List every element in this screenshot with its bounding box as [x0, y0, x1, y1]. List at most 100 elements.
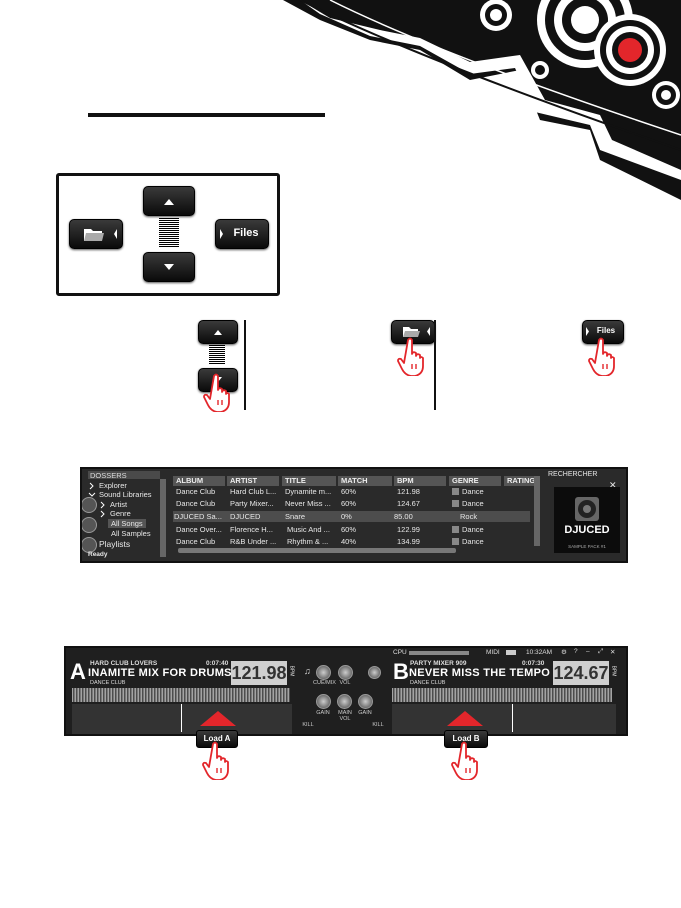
tree-item-artist[interactable]: Artist: [110, 500, 128, 509]
folder-icon: [84, 229, 117, 241]
triangle-left-icon: [220, 229, 223, 239]
settings-icon[interactable]: ⚙: [561, 649, 567, 656]
cell-artist: Party Mixer...: [230, 499, 274, 508]
small-scroll-up-button[interactable]: [198, 320, 238, 344]
deck-b-waveform[interactable]: [392, 688, 612, 702]
deck-a-bpm-unit: BPM: [288, 665, 295, 677]
file-browser-screenshot: DOSSERS Explorer Sound Libraries Artist …: [80, 467, 628, 563]
tree-item-all-songs[interactable]: All Songs: [108, 519, 146, 528]
cell-bpm: 85.00: [394, 512, 413, 521]
scroll-strip[interactable]: [159, 218, 179, 248]
list-scrollbar[interactable]: [534, 476, 540, 546]
cell-match: 40%: [341, 537, 357, 546]
midi-indicator: [506, 650, 516, 655]
deck-a-artist: HARD CLUB LOVERS: [90, 660, 158, 667]
cell-album: Dance Over...: [176, 525, 222, 534]
close-icon[interactable]: ✕: [609, 480, 617, 490]
cell-title: Rhythm & ...: [287, 537, 329, 546]
help-icon[interactable]: ?: [574, 648, 578, 655]
minimize-icon[interactable]: –: [586, 648, 590, 655]
deck-a-load-arrow: [200, 711, 236, 726]
tree-item-sound-libraries[interactable]: Sound Libraries: [99, 490, 152, 499]
section-title-bar: [88, 113, 325, 117]
deck-a-waveform[interactable]: [72, 688, 290, 702]
midi-label: MIDI: [486, 649, 500, 656]
cell-artist: R&B Under ...: [230, 537, 277, 546]
explorer-round-button[interactable]: [82, 497, 97, 513]
logo-text: DJUCED: [564, 524, 610, 536]
cell-bpm: 122.99: [397, 525, 420, 534]
tree-item-playlists[interactable]: Playlists: [99, 539, 131, 549]
deck-a-beatgrid[interactable]: [72, 704, 292, 734]
cell-genre: Rock: [460, 512, 478, 521]
decks-screenshot: CPU MIDI 10:32AM ⚙ ? – ⤢ ✕ A HARD CLUB L…: [64, 646, 628, 736]
cell-title: Music And ...: [287, 525, 330, 534]
load-b-label: Load B: [452, 734, 480, 743]
library-round-button[interactable]: [82, 517, 97, 533]
cell-bpm: 124.67: [397, 499, 420, 508]
triangle-down-icon: [164, 264, 174, 270]
kill-right-label: KILL: [372, 722, 384, 728]
scroll-down-button[interactable]: [143, 252, 195, 282]
column-header-rating[interactable]: RATING: [504, 476, 538, 486]
genre-color-swatch: [452, 488, 459, 495]
fullscreen-icon[interactable]: ⤢: [598, 648, 604, 655]
deck-b-artist: PARTY MIXER 909: [410, 660, 467, 667]
tree-item-explorer[interactable]: Explorer: [99, 481, 127, 490]
tree-scrollbar[interactable]: [160, 479, 166, 557]
cell-album: Dance Club: [176, 499, 216, 508]
cue-mix-knob[interactable]: [316, 665, 331, 680]
close-icon[interactable]: ✕: [610, 649, 616, 656]
cell-title: Snare: [285, 512, 306, 521]
cell-genre: Dance: [462, 537, 484, 546]
gain-left-knob[interactable]: [316, 694, 331, 709]
column-header-title[interactable]: TITLE: [282, 476, 336, 486]
sample-pack-logo[interactable]: DJUCED SAMPLE PACK #1: [554, 487, 620, 553]
cell-album: DJUCED Sa...: [174, 512, 222, 521]
cell-match: 60%: [341, 525, 357, 534]
column-header-album[interactable]: ALBUM: [173, 476, 225, 486]
scroll-up-button[interactable]: [143, 186, 195, 216]
table-row-selected-bg: [173, 511, 530, 522]
divider-line: [244, 320, 246, 410]
browser-navigation-panel: Files: [56, 173, 280, 296]
search-label[interactable]: RECHERCHER: [548, 471, 598, 478]
cell-title: Never Miss ...: [285, 499, 331, 508]
column-header-artist[interactable]: ARTIST: [227, 476, 279, 486]
headphone-icon[interactable]: ♫: [304, 666, 311, 676]
divider-line: [434, 320, 436, 410]
playlist-round-button[interactable]: [82, 537, 97, 553]
folder-tree-button[interactable]: [69, 219, 123, 249]
cell-match: 0%: [341, 512, 352, 521]
column-header-match[interactable]: MATCH: [338, 476, 392, 486]
gain-right-knob[interactable]: [358, 694, 373, 709]
speaker-icon: [575, 497, 599, 521]
status-text: Ready: [88, 551, 108, 558]
triangle-up-icon: [214, 330, 222, 335]
files-button[interactable]: Files: [215, 219, 269, 249]
hand-pointer-icon: [202, 741, 229, 780]
cell-bpm: 134.99: [397, 537, 420, 546]
gain-left-label: GAIN: [316, 710, 330, 716]
deck-a-playhead: [181, 704, 182, 732]
small-scroll-strip[interactable]: [209, 345, 225, 365]
volume-knob[interactable]: [338, 665, 353, 680]
logo-subtext: SAMPLE PACK #1: [568, 544, 606, 549]
tree-item-all-samples[interactable]: All Samples: [111, 529, 151, 538]
record-button[interactable]: [368, 666, 381, 679]
cue-mix-label: CUE/MIX: [313, 680, 336, 686]
genre-color-swatch: [452, 538, 459, 545]
chevron-right-icon: [89, 482, 94, 490]
kill-left-label: KILL: [302, 722, 314, 728]
main-vol-knob[interactable]: [337, 694, 352, 709]
small-folder-button[interactable]: [391, 320, 435, 344]
horizontal-scrollbar[interactable]: [178, 548, 456, 553]
deck-b-beatgrid[interactable]: [392, 704, 616, 734]
files-button-label: Files: [233, 227, 259, 239]
column-header-bpm[interactable]: BPM: [394, 476, 446, 486]
cell-album: Dance Club: [176, 487, 216, 496]
main-vol-label: MAIN VOL: [338, 710, 352, 722]
column-header-genre[interactable]: GENRE: [449, 476, 501, 486]
tree-item-genre[interactable]: Genre: [110, 509, 131, 518]
cell-genre: Dance: [462, 487, 484, 496]
